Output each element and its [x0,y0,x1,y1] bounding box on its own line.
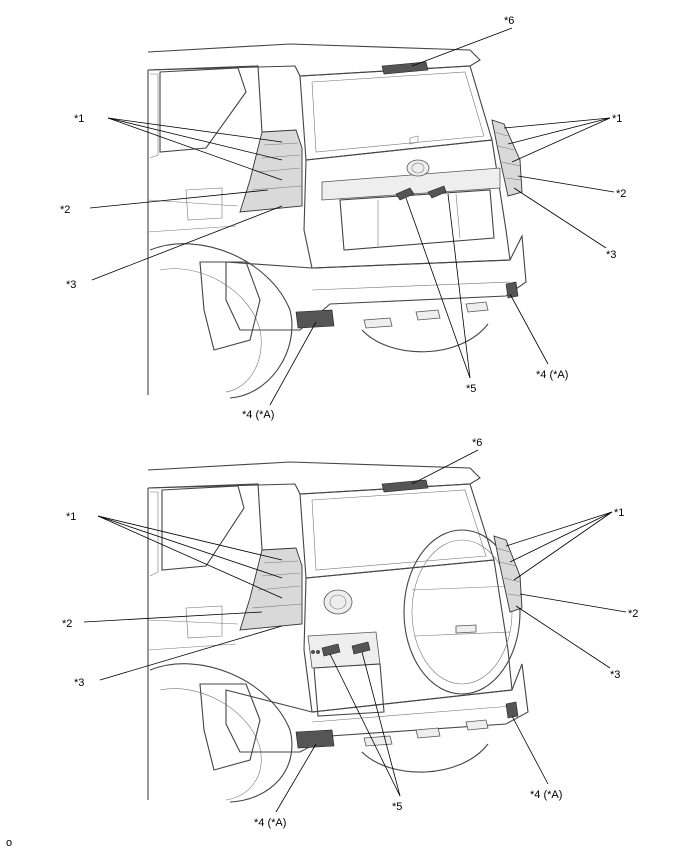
callout-1-right-bottom: *1 [614,507,624,519]
figure-code: o [6,837,12,849]
callout-2-right-top: *2 [616,188,626,200]
leader-lines-bottom [83,449,627,813]
callout-1-right-top: *1 [612,113,622,125]
callout-2-left-bottom: *2 [62,618,72,630]
callout-5-bottom: *5 [392,801,402,813]
callout-6-top: *6 [504,15,514,27]
callout-2-right-bottom: *2 [628,608,638,620]
callout-1-left-bottom: *1 [66,511,76,523]
callout-1-left-top: *1 [74,113,84,125]
callout-4-right-bottom: *4 (*A) [530,789,562,801]
vehicle-rear-view-bottom [147,461,529,803]
callout-4-right-top: *4 (*A) [536,369,568,381]
callout-5-top: *5 [466,383,476,395]
callout-3-left-top: *3 [66,279,76,291]
callout-3-right-top: *3 [606,249,616,261]
callout-6-bottom: *6 [472,437,482,449]
callout-3-left-bottom: *3 [74,677,84,689]
callout-3-right-bottom: *3 [610,669,620,681]
callout-2-left-top: *2 [60,204,70,216]
vehicle-rear-view-top [147,43,527,399]
callout-4-left-bottom: *4 (*A) [254,817,286,829]
leader-lines-top [89,27,615,406]
callout-4-left-top: *4 (*A) [242,409,274,421]
